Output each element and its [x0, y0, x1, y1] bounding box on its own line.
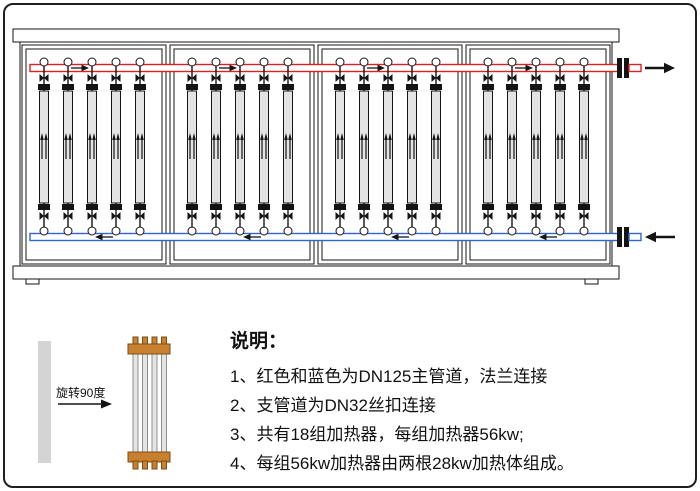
heater-tube	[357, 57, 371, 236]
heater-tube	[37, 57, 51, 236]
heater-tube	[381, 57, 395, 236]
panel-3	[317, 44, 463, 265]
heater-tube	[505, 57, 519, 236]
heater-tube	[553, 57, 567, 236]
heater-tube	[481, 57, 495, 236]
panel-2	[169, 44, 315, 265]
heater-detail-front-view	[127, 336, 171, 470]
heater-detail-side-view	[38, 341, 51, 463]
heater-tube	[333, 57, 347, 236]
cabinet-foot-right	[584, 278, 599, 285]
heater-tube	[61, 57, 75, 236]
heater-tube	[133, 57, 147, 236]
heater-tube	[429, 57, 443, 236]
cabinet-top-rail	[12, 28, 620, 43]
cabinet-body	[19, 41, 613, 267]
heater-tube	[185, 57, 199, 236]
heater-tube	[85, 57, 99, 236]
note-item-1: 1、红色和蓝色为DN125主管道，法兰连接	[230, 367, 548, 386]
outlet-arrow	[643, 61, 677, 75]
heater-tube	[209, 57, 223, 236]
cabinet-bottom-rail	[12, 265, 620, 280]
supply-flange-2	[624, 58, 629, 78]
cabinet-foot-left	[25, 278, 40, 285]
heater-tube	[577, 57, 591, 236]
heater-tube	[405, 57, 419, 236]
detail-tubes	[132, 353, 167, 453]
return-pipe-stub	[628, 232, 642, 242]
return-flange-1	[617, 227, 622, 247]
notes-title: 说明：	[230, 331, 288, 352]
supply-pipe-red	[29, 58, 642, 78]
panel-4	[465, 44, 611, 265]
heater-tube	[109, 57, 123, 236]
note-item-4: 4、每组56kw加热器由两根28kw加热体组成。	[230, 454, 574, 473]
rotate-label: 旋转90度	[56, 386, 106, 400]
heater-tube	[233, 57, 247, 236]
heater-tube	[257, 57, 271, 236]
heater-tube	[281, 57, 295, 236]
heater-tube	[529, 57, 543, 236]
panel-1	[21, 44, 167, 265]
detail-caps	[127, 336, 171, 470]
notes-section: 说明： 1、红色和蓝色为DN125主管道，法兰连接 2、支管道为DN32丝扣连接…	[230, 326, 688, 478]
note-item-3: 3、共有18组加热器，每组加热器56kw;	[230, 425, 524, 444]
return-flange-2	[624, 227, 629, 247]
supply-pipe-stub	[628, 63, 642, 73]
supply-flange-1	[617, 58, 622, 78]
return-pipe-blue	[29, 227, 642, 247]
note-item-2: 2、支管道为DN32丝扣连接	[230, 396, 436, 415]
rotation-arrow	[58, 399, 112, 409]
inlet-arrow	[643, 230, 677, 244]
